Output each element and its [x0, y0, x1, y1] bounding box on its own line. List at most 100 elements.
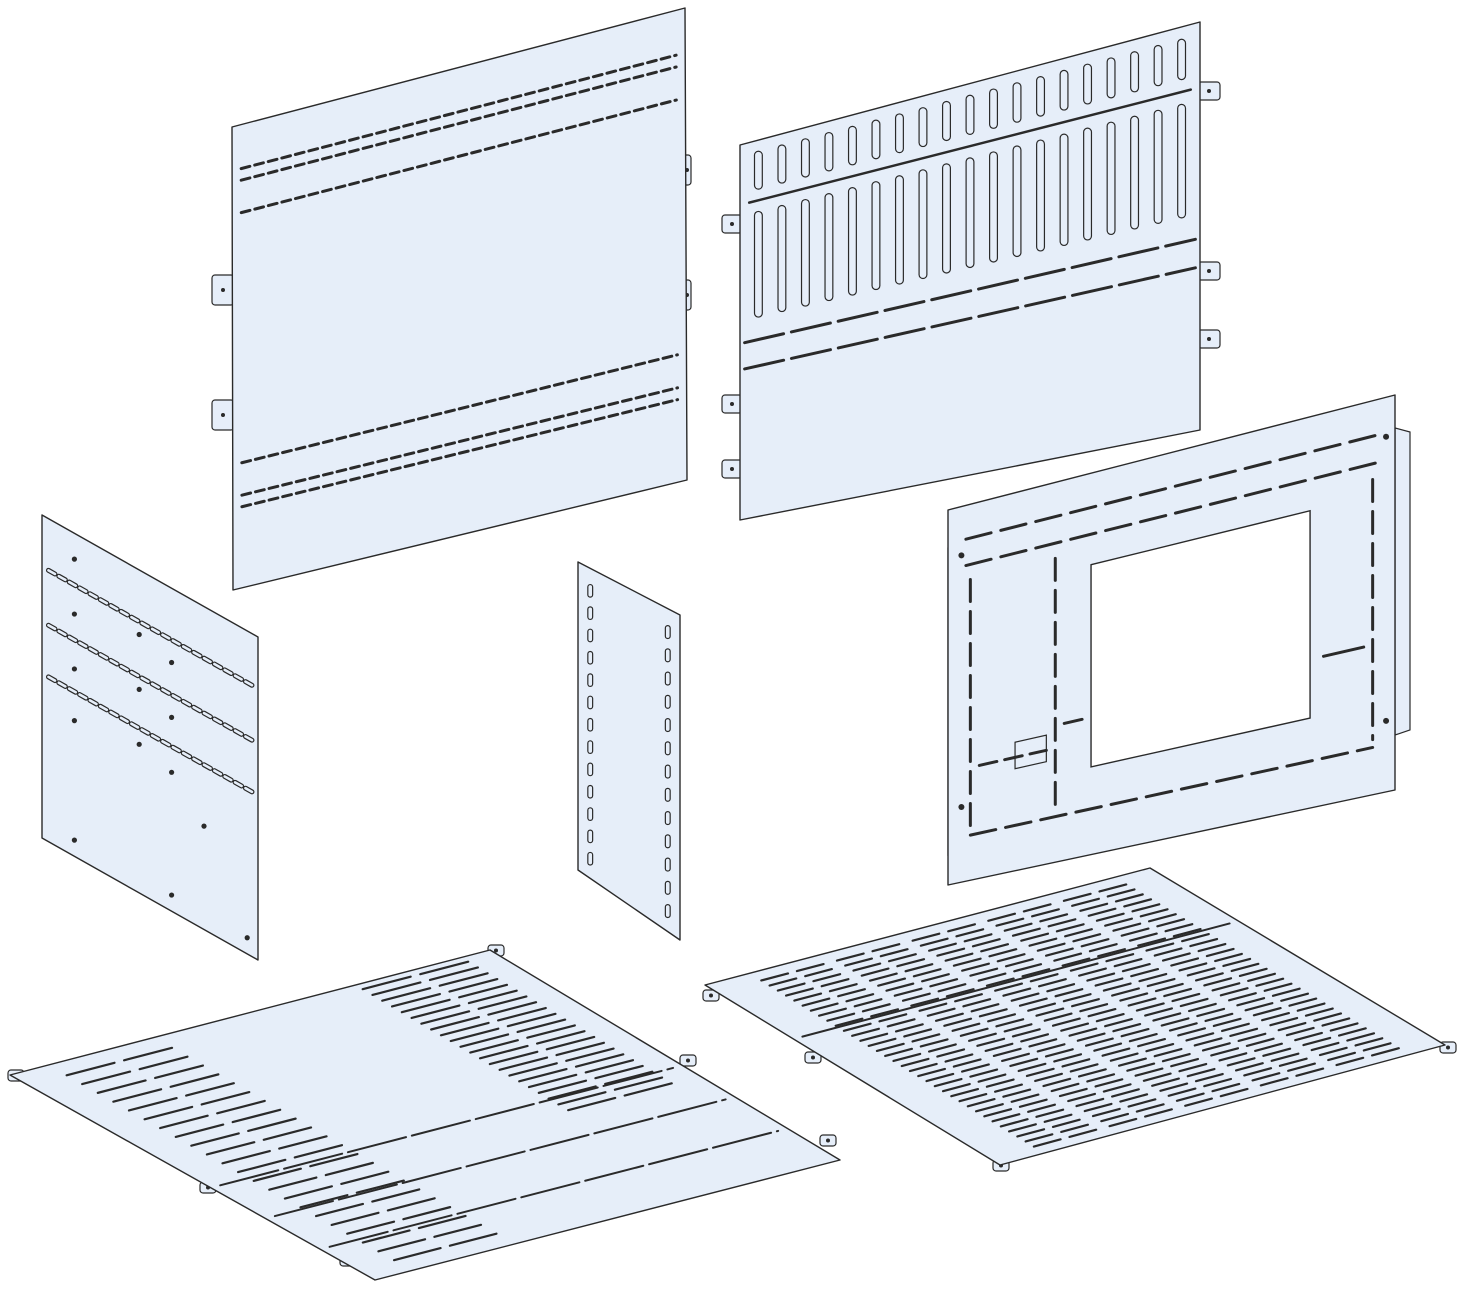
vent-slot: [1087, 907, 1117, 917]
vent-slot: [1075, 1097, 1105, 1108]
vent-slot: [1261, 1011, 1290, 1022]
vent-slot: [420, 1010, 471, 1025]
slot-inner: [192, 757, 202, 764]
vent-slot: [1271, 987, 1301, 997]
slot-inner: [109, 710, 119, 718]
vent-slot: [968, 1032, 997, 1042]
vent-slot: [944, 952, 974, 962]
mounting-tab-hole: [730, 222, 734, 226]
vent-slot: [1054, 988, 1084, 998]
mounting-tab-hole: [1446, 1045, 1450, 1050]
vent-slot: [834, 1017, 864, 1027]
vent-slot: [904, 963, 934, 973]
vent-slot: [1263, 982, 1293, 992]
vent-slot: [844, 957, 874, 967]
vent-slot: [1262, 1047, 1292, 1057]
vent-slot: [929, 978, 959, 988]
vent-slot: [828, 983, 858, 993]
vent-slot: [547, 1085, 597, 1100]
vent-slot: [969, 967, 999, 977]
mounting-hole: [136, 741, 142, 747]
side-flange: [1394, 427, 1411, 736]
vent-slot: [1194, 1072, 1224, 1083]
vent-slot: [1095, 1013, 1125, 1023]
vent-slot: [1028, 937, 1058, 947]
vent-slot: [96, 1079, 147, 1094]
vent-slot: [1042, 1077, 1072, 1088]
vent-slot: [760, 972, 790, 982]
vent-slot: [1128, 1032, 1158, 1043]
vent-slot: [1044, 1048, 1074, 1058]
vent-slot: [417, 1214, 467, 1230]
vent-slot: [1091, 1107, 1121, 1118]
slot-inner: [233, 781, 243, 788]
vent-slot: [508, 1062, 558, 1077]
vent-slot: [236, 1158, 287, 1174]
vent-slot: [439, 1021, 490, 1037]
vent-slot: [1060, 1123, 1090, 1134]
vent-slot: [974, 1103, 1004, 1113]
vent-slot: [875, 1042, 905, 1053]
vent-slot: [1113, 958, 1143, 968]
vent-slot: [835, 952, 865, 962]
vent-slot: [487, 1001, 538, 1016]
vent-slot: [911, 1033, 941, 1043]
panel-body: [9, 949, 841, 1281]
vent-slot: [477, 995, 528, 1010]
vent-slot: [941, 1082, 971, 1093]
score-line: [328, 1129, 780, 1248]
vent-slot: [1184, 1097, 1213, 1107]
vent-slot: [1071, 897, 1100, 907]
slot-inner: [88, 592, 98, 599]
break-line: [747, 88, 1193, 204]
vent-slot: [1137, 937, 1167, 947]
vent-slot: [1010, 1093, 1040, 1103]
vent-slot: [995, 1018, 1025, 1028]
window-cutout: [1090, 509, 1311, 768]
vent-slot: [1186, 1067, 1216, 1078]
vent-slot: [1016, 1128, 1046, 1138]
vent-slot: [793, 992, 823, 1002]
mounting-tab-hole: [826, 1138, 830, 1143]
vent-slot: [985, 977, 1015, 987]
vent-slot: [1295, 1067, 1325, 1077]
vent-slot: [994, 982, 1024, 992]
vent-slot: [1327, 1051, 1357, 1062]
vent-slot: [1220, 1022, 1250, 1033]
vent-slot: [987, 1013, 1016, 1023]
vent-slot: [1161, 1052, 1191, 1063]
mounting-hole: [136, 686, 142, 693]
vent-slot: [960, 1063, 990, 1073]
vent-slot: [977, 972, 1007, 982]
vent-slot: [947, 923, 977, 933]
score-line: [801, 922, 1231, 1038]
vent-slot: [1097, 948, 1126, 958]
slot-inner: [192, 705, 202, 713]
mounting-hole: [136, 631, 142, 638]
vent-slot: [1013, 963, 1043, 973]
vent-slot: [1069, 1063, 1099, 1073]
slot-row: [240, 353, 679, 465]
vent-slot: [1046, 983, 1076, 993]
mounting-tab-hole: [494, 948, 498, 953]
vent-slot: [1218, 1052, 1248, 1062]
vent-slot: [1153, 1047, 1183, 1058]
vent-slot: [877, 977, 907, 987]
vent-slot: [903, 1028, 933, 1038]
vent-slot: [1287, 1062, 1316, 1072]
vent-slot: [330, 1211, 380, 1227]
vent-slot: [355, 1179, 405, 1194]
vent-slot: [371, 1188, 421, 1203]
slot-inner: [161, 633, 171, 640]
vent-slot: [804, 968, 833, 978]
narrow-mounting-strip: [577, 561, 681, 941]
vent-slot: [1138, 972, 1168, 983]
vent-slot: [983, 1108, 1013, 1118]
panel-body: [41, 514, 259, 961]
slot-row: [968, 745, 1375, 837]
vent-slot: [1335, 1056, 1365, 1067]
vent-slot: [112, 1088, 163, 1103]
vent-slot: [937, 983, 967, 993]
vent-slot: [1186, 967, 1216, 977]
vent-slot: [1187, 1002, 1217, 1013]
